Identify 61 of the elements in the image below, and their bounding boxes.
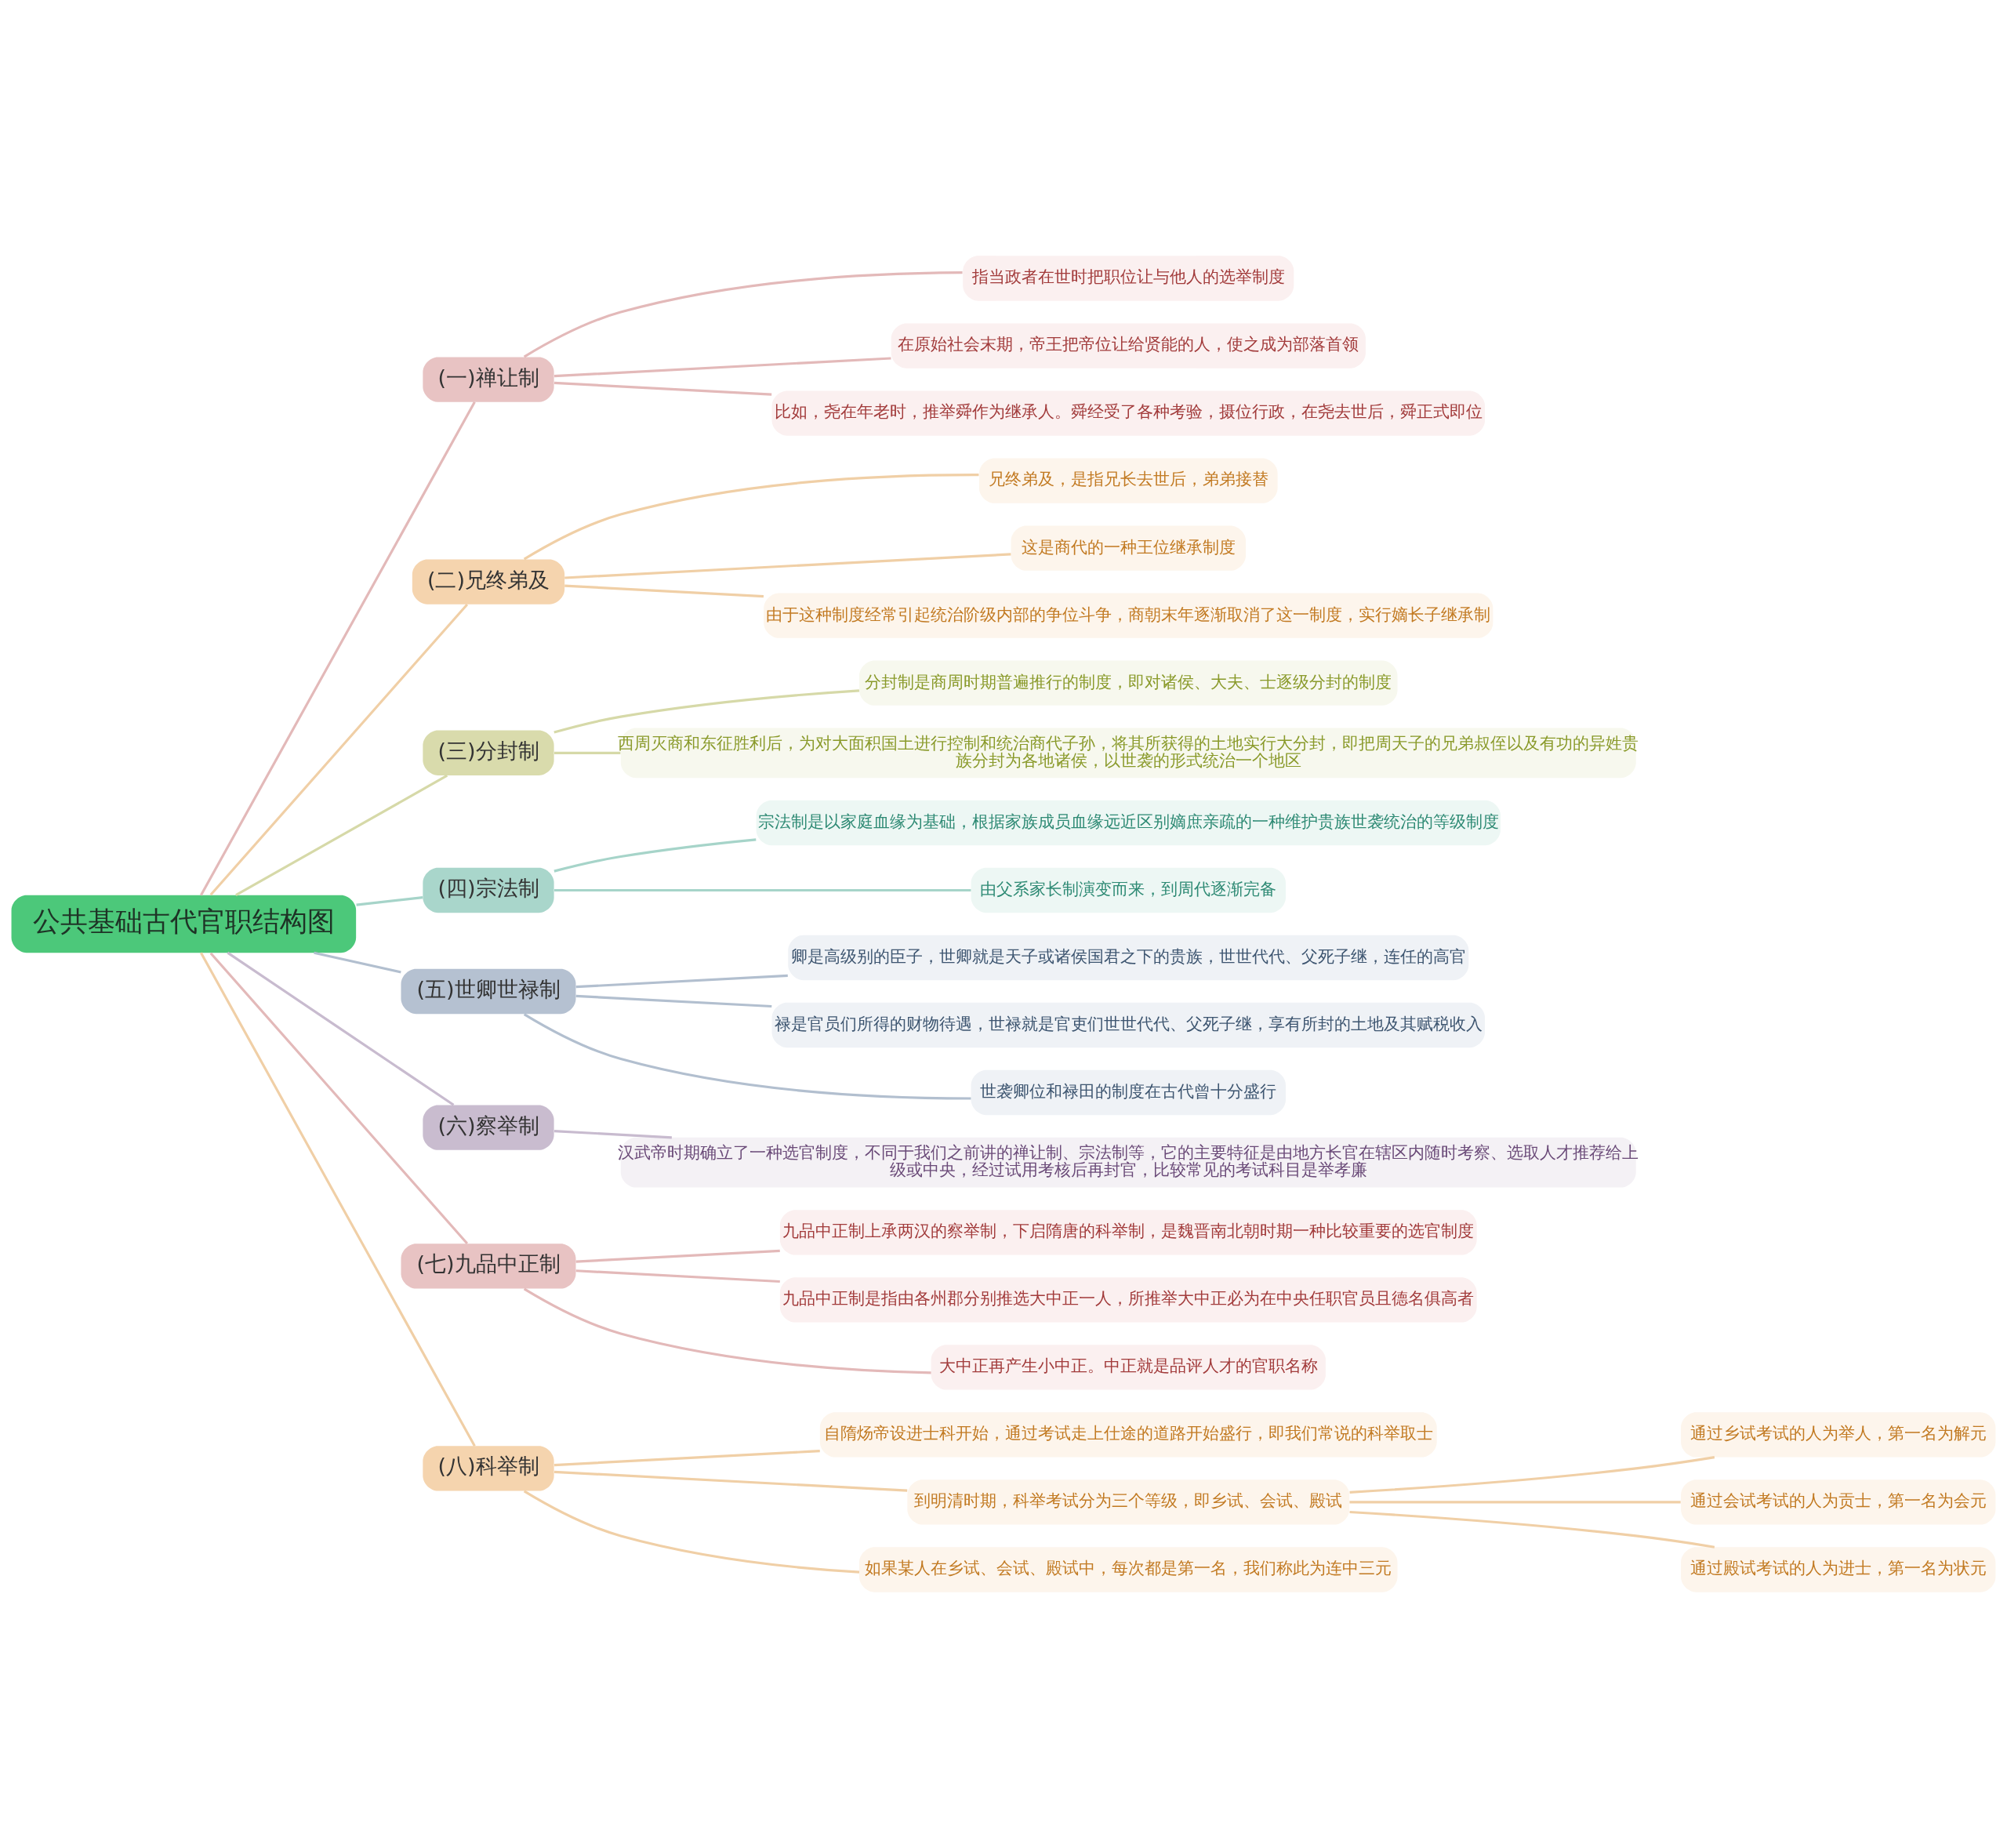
connector	[553, 357, 891, 378]
node-box: 通过乡试考试的人为举人，第一名为解元	[1681, 1412, 1996, 1458]
node-box: 由父系家长制演变而来，到周代逐渐完备	[971, 867, 1286, 913]
connector	[200, 952, 476, 1447]
connector	[356, 896, 423, 906]
connector	[523, 1013, 971, 1100]
node-box: 通过殿试考试的人为进士，第一名为状元	[1681, 1547, 1996, 1592]
node-box: 指当政者在世时把职位让与他人的选举制度	[963, 256, 1294, 301]
node-box: (二)兄终弟及	[412, 559, 565, 605]
connector	[523, 474, 979, 561]
node-box: 分封制是商周时期普遍推行的制度，即对诸侯、大夫、士逐级分封的制度	[859, 660, 1398, 706]
connector	[1349, 1510, 1715, 1548]
node-box: (七)九品中正制	[401, 1243, 576, 1289]
connector	[1349, 1501, 1681, 1504]
connector	[523, 1287, 931, 1374]
connector	[1349, 1456, 1715, 1494]
node-box: (六)察举制	[423, 1105, 554, 1150]
node-box: (八)科举制	[423, 1446, 554, 1491]
node-box: 九品中正制上承两汉的察举制，下启隋唐的科举制，是魏晋南北朝时期一种比较重要的选官制度	[779, 1210, 1477, 1255]
connector	[553, 381, 772, 396]
node-box: (一)禅让制	[423, 357, 554, 402]
node-box: 这是商代的一种王位继承制度	[1011, 525, 1246, 571]
node-box: 世袭卿位和禄田的制度在古代曾十分盛行	[971, 1069, 1286, 1116]
node-box: 通过会试考试的人为贡士，第一名为会元	[1681, 1479, 1996, 1525]
node-box: 公共基础古代官职结构图	[11, 895, 357, 953]
node-box: (三)分封制	[423, 730, 554, 775]
node-box: 如果某人在乡试、会试、殿试中，每次都是第一名，我们称此为连中三元	[859, 1547, 1398, 1592]
node-box: (四)宗法制	[423, 867, 554, 913]
connector	[564, 584, 764, 598]
node-box: (五)世卿世禄制	[401, 968, 576, 1015]
node-box: 卿是高级别的臣子，世卿就是天子或诸侯国君之下的贵族，世世代代、父死子继，连任的高官	[788, 935, 1469, 981]
connector	[227, 951, 455, 1106]
connector	[200, 401, 476, 896]
connector	[575, 994, 772, 1008]
node-box: 九品中正制是指由各州郡分别推选大中正一人，所推举大中正必为在中央任职官员且德名俱高者	[779, 1277, 1477, 1323]
connector	[564, 553, 1011, 579]
node-box: 自隋炀帝设进士科开始，通过考试走上仕途的道路开始盛行，即我们常说的科举取士	[819, 1412, 1437, 1458]
connector	[209, 952, 469, 1245]
connector	[554, 888, 971, 892]
node-box: 禄是官员们所得的财物待遇，世禄就是官吏们世世代代、父死子继，享有所封的土地及其赋税收入	[771, 1002, 1485, 1048]
node-box: 由于这种制度经常引起统治阶级内部的争位斗争，商朝末年逐渐取消了这一制度，实行嫡长子继承制	[764, 593, 1493, 638]
connector	[523, 1490, 860, 1574]
connector	[553, 689, 860, 734]
connector	[235, 774, 448, 897]
connector	[575, 1249, 780, 1263]
connector	[553, 1450, 820, 1467]
connector	[553, 1470, 908, 1492]
connector	[554, 751, 621, 754]
node-box: 宗法制是以家庭血缘为基础，根据家族成员血缘远近区别嫡庶亲疏的一种维护贵族世袭统治的等级制度	[756, 800, 1501, 846]
node-box: 到明清时期，科举考试分为三个等级，即乡试、会试、殿试	[907, 1479, 1350, 1525]
connector	[209, 603, 469, 896]
connector	[575, 974, 788, 989]
node-box: 兄终弟及，是指兄长去世后，弟弟接替	[978, 458, 1278, 503]
node-box: 比如，尧在年老时，推举舜作为继承人。舜经受了各种考验，摄位行政，在尧去世后，舜正式即位	[771, 390, 1485, 436]
connector	[553, 838, 757, 873]
connector	[575, 1269, 780, 1283]
node-box: 大中正再产生小中正。中正就是品评人才的官职名称	[931, 1345, 1326, 1390]
connector	[314, 951, 401, 974]
connector	[523, 271, 963, 358]
connector	[553, 1130, 672, 1139]
node-box: 在原始社会末期，帝王把帝位让给贤能的人，使之成为部落首领	[891, 323, 1366, 369]
